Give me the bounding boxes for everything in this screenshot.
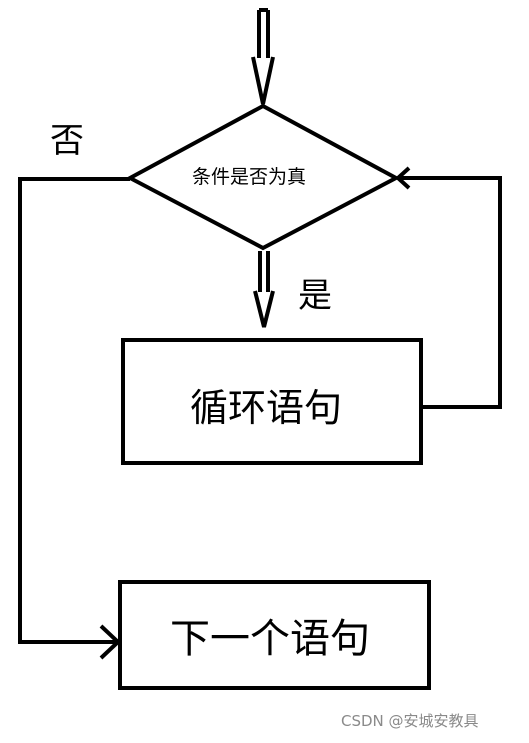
yes-label: 是 (298, 276, 332, 316)
entry-arrow (251, 8, 275, 105)
condition-label: 条件是否为真 (192, 166, 307, 188)
loop-body-label: 循环语句 (190, 386, 343, 430)
no-branch-arrow (18, 177, 130, 660)
loop-back-arrow (395, 166, 502, 409)
no-label: 否 (50, 121, 84, 161)
loop-body-box (121, 338, 423, 465)
decision-diamond (125, 103, 401, 251)
next-statement-label: 下一个语句 (170, 616, 370, 662)
yes-arrow (253, 251, 275, 328)
watermark: CSDN @安城安教具 (341, 712, 479, 730)
next-statement-box (118, 580, 431, 690)
